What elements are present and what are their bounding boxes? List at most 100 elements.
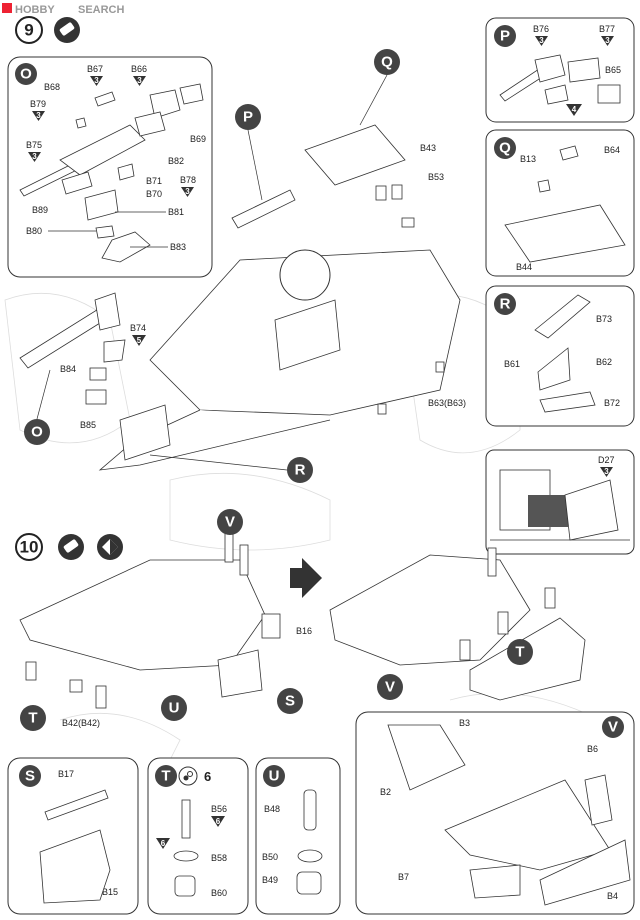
panel-R-parts xyxy=(534,294,596,413)
panel-T-count: 6 xyxy=(204,769,211,784)
panel-D27-parts xyxy=(490,469,630,541)
panel-U: U B48 B50 B49 xyxy=(255,757,341,915)
label-B15: B15 xyxy=(102,887,118,897)
panel-Q: Q B13 B64 B44 xyxy=(485,129,635,277)
label-B4: B4 xyxy=(607,891,618,901)
paint-icon xyxy=(102,539,118,555)
panel-T: T 6 B56 6 6 B58 B60 xyxy=(147,757,249,915)
step-9-header: 9 xyxy=(15,16,80,44)
svg-text:6: 6 xyxy=(216,817,221,826)
label-B56: B56 xyxy=(211,804,227,814)
label-B6: B6 xyxy=(587,744,598,754)
panel-Q-letter: Q xyxy=(499,140,511,157)
label-B42: B42(B42) xyxy=(62,718,100,728)
svg-text:3: 3 xyxy=(32,152,37,161)
panel-S-letter: S xyxy=(25,768,35,785)
label-B78: B78 xyxy=(180,175,196,185)
watermark-brand: HOBBY xyxy=(15,4,55,16)
next-step-arrow xyxy=(290,558,322,598)
label-B62: B62 xyxy=(596,357,612,367)
svg-text:3: 3 xyxy=(185,187,190,196)
step-9-number: 9 xyxy=(24,21,33,40)
step10-U-marker: U xyxy=(169,700,180,717)
step9-O-marker: O xyxy=(31,424,43,441)
label-B89: B89 xyxy=(32,205,48,215)
label-B77: B77 xyxy=(599,24,615,34)
label-B3: B3 xyxy=(459,718,470,728)
label-B53: B53 xyxy=(428,172,444,182)
step10-T-marker: T xyxy=(28,710,37,727)
step9-R-marker: R xyxy=(295,462,306,479)
panel-Q-parts xyxy=(504,145,626,263)
label-B64: B64 xyxy=(604,145,620,155)
panel-U-parts xyxy=(296,789,323,895)
panel-U-letter: U xyxy=(269,768,280,785)
svg-text:3: 3 xyxy=(604,467,609,476)
label-B68: B68 xyxy=(44,82,60,92)
label-B44: B44 xyxy=(516,262,532,272)
panel-P-letter: P xyxy=(500,28,510,45)
step10-right-V-marker: V xyxy=(385,679,395,696)
step10-S-marker: S xyxy=(285,693,295,710)
label-B13: B13 xyxy=(520,154,536,164)
label-B17: B17 xyxy=(58,769,74,779)
label-B73: B73 xyxy=(596,314,612,324)
label-B61: B61 xyxy=(504,359,520,369)
label-B58: B58 xyxy=(211,853,227,863)
label-B76: B76 xyxy=(533,24,549,34)
paint-drops-icon xyxy=(183,771,193,781)
label-B82: B82 xyxy=(168,156,184,166)
svg-text:3: 3 xyxy=(94,76,99,85)
svg-text:3: 3 xyxy=(605,36,610,45)
step10-right-T-marker: T xyxy=(515,644,524,661)
label-B50: B50 xyxy=(262,852,278,862)
step-10-number: 10 xyxy=(20,538,39,557)
step10-V-marker: V xyxy=(225,514,235,531)
svg-text:6: 6 xyxy=(161,839,166,848)
watermark-word: SEARCH xyxy=(78,4,125,16)
label-B65: B65 xyxy=(605,65,621,75)
svg-text:5: 5 xyxy=(137,336,142,345)
label-B2: B2 xyxy=(380,787,391,797)
glue-icon xyxy=(59,22,75,36)
step-9-main-assembly: P Q O R B43 B53 B74 5 B84 B85 B63(B63) xyxy=(19,49,466,483)
panel-S-parts xyxy=(39,789,111,904)
svg-text:4: 4 xyxy=(572,105,577,114)
label-B16: B16 xyxy=(296,626,312,636)
panel-detail-D27: D27 3 xyxy=(485,449,635,555)
panel-O: O B67 3 B66 3 B68 B79 3 B75 3 B69 B82 B7… xyxy=(7,56,213,278)
panel-O-letter: O xyxy=(20,66,32,83)
panel-V-letter: V xyxy=(608,719,618,736)
label-B85: B85 xyxy=(80,420,96,430)
panel-V: V B3 B2 B6 B7 B4 xyxy=(355,711,635,915)
panel-T-letter: T xyxy=(161,768,170,785)
label-B7: B7 xyxy=(398,872,409,882)
label-B79: B79 xyxy=(30,99,46,109)
label-B83: B83 xyxy=(170,242,186,252)
label-B67: B67 xyxy=(87,64,103,74)
label-B48: B48 xyxy=(264,804,280,814)
label-B72: B72 xyxy=(604,398,620,408)
step-10-header: 10 xyxy=(15,533,123,561)
svg-text:3: 3 xyxy=(137,76,142,85)
label-D27: D27 xyxy=(598,455,615,465)
machine-gun-parts xyxy=(19,83,204,263)
panel-T-parts xyxy=(173,799,199,897)
watermark-logo: HOBBY SEARCH xyxy=(2,3,125,16)
label-B69: B69 xyxy=(190,134,206,144)
panel-V-parts xyxy=(387,724,631,906)
svg-text:3: 3 xyxy=(539,36,544,45)
label-B75: B75 xyxy=(26,140,42,150)
label-B60: B60 xyxy=(211,888,227,898)
glue-icon xyxy=(63,539,79,553)
panel-R-letter: R xyxy=(500,296,511,313)
label-B66: B66 xyxy=(131,64,147,74)
label-B84: B84 xyxy=(60,364,76,374)
label-B43: B43 xyxy=(420,143,436,153)
step9-Q-marker: Q xyxy=(381,54,393,71)
step-10-hull-left: V T U S B16 B42(B42) xyxy=(19,509,312,731)
panel-P-parts xyxy=(499,54,621,105)
label-B74: B74 xyxy=(130,323,146,333)
panel-S: S B17 B15 xyxy=(7,757,139,915)
